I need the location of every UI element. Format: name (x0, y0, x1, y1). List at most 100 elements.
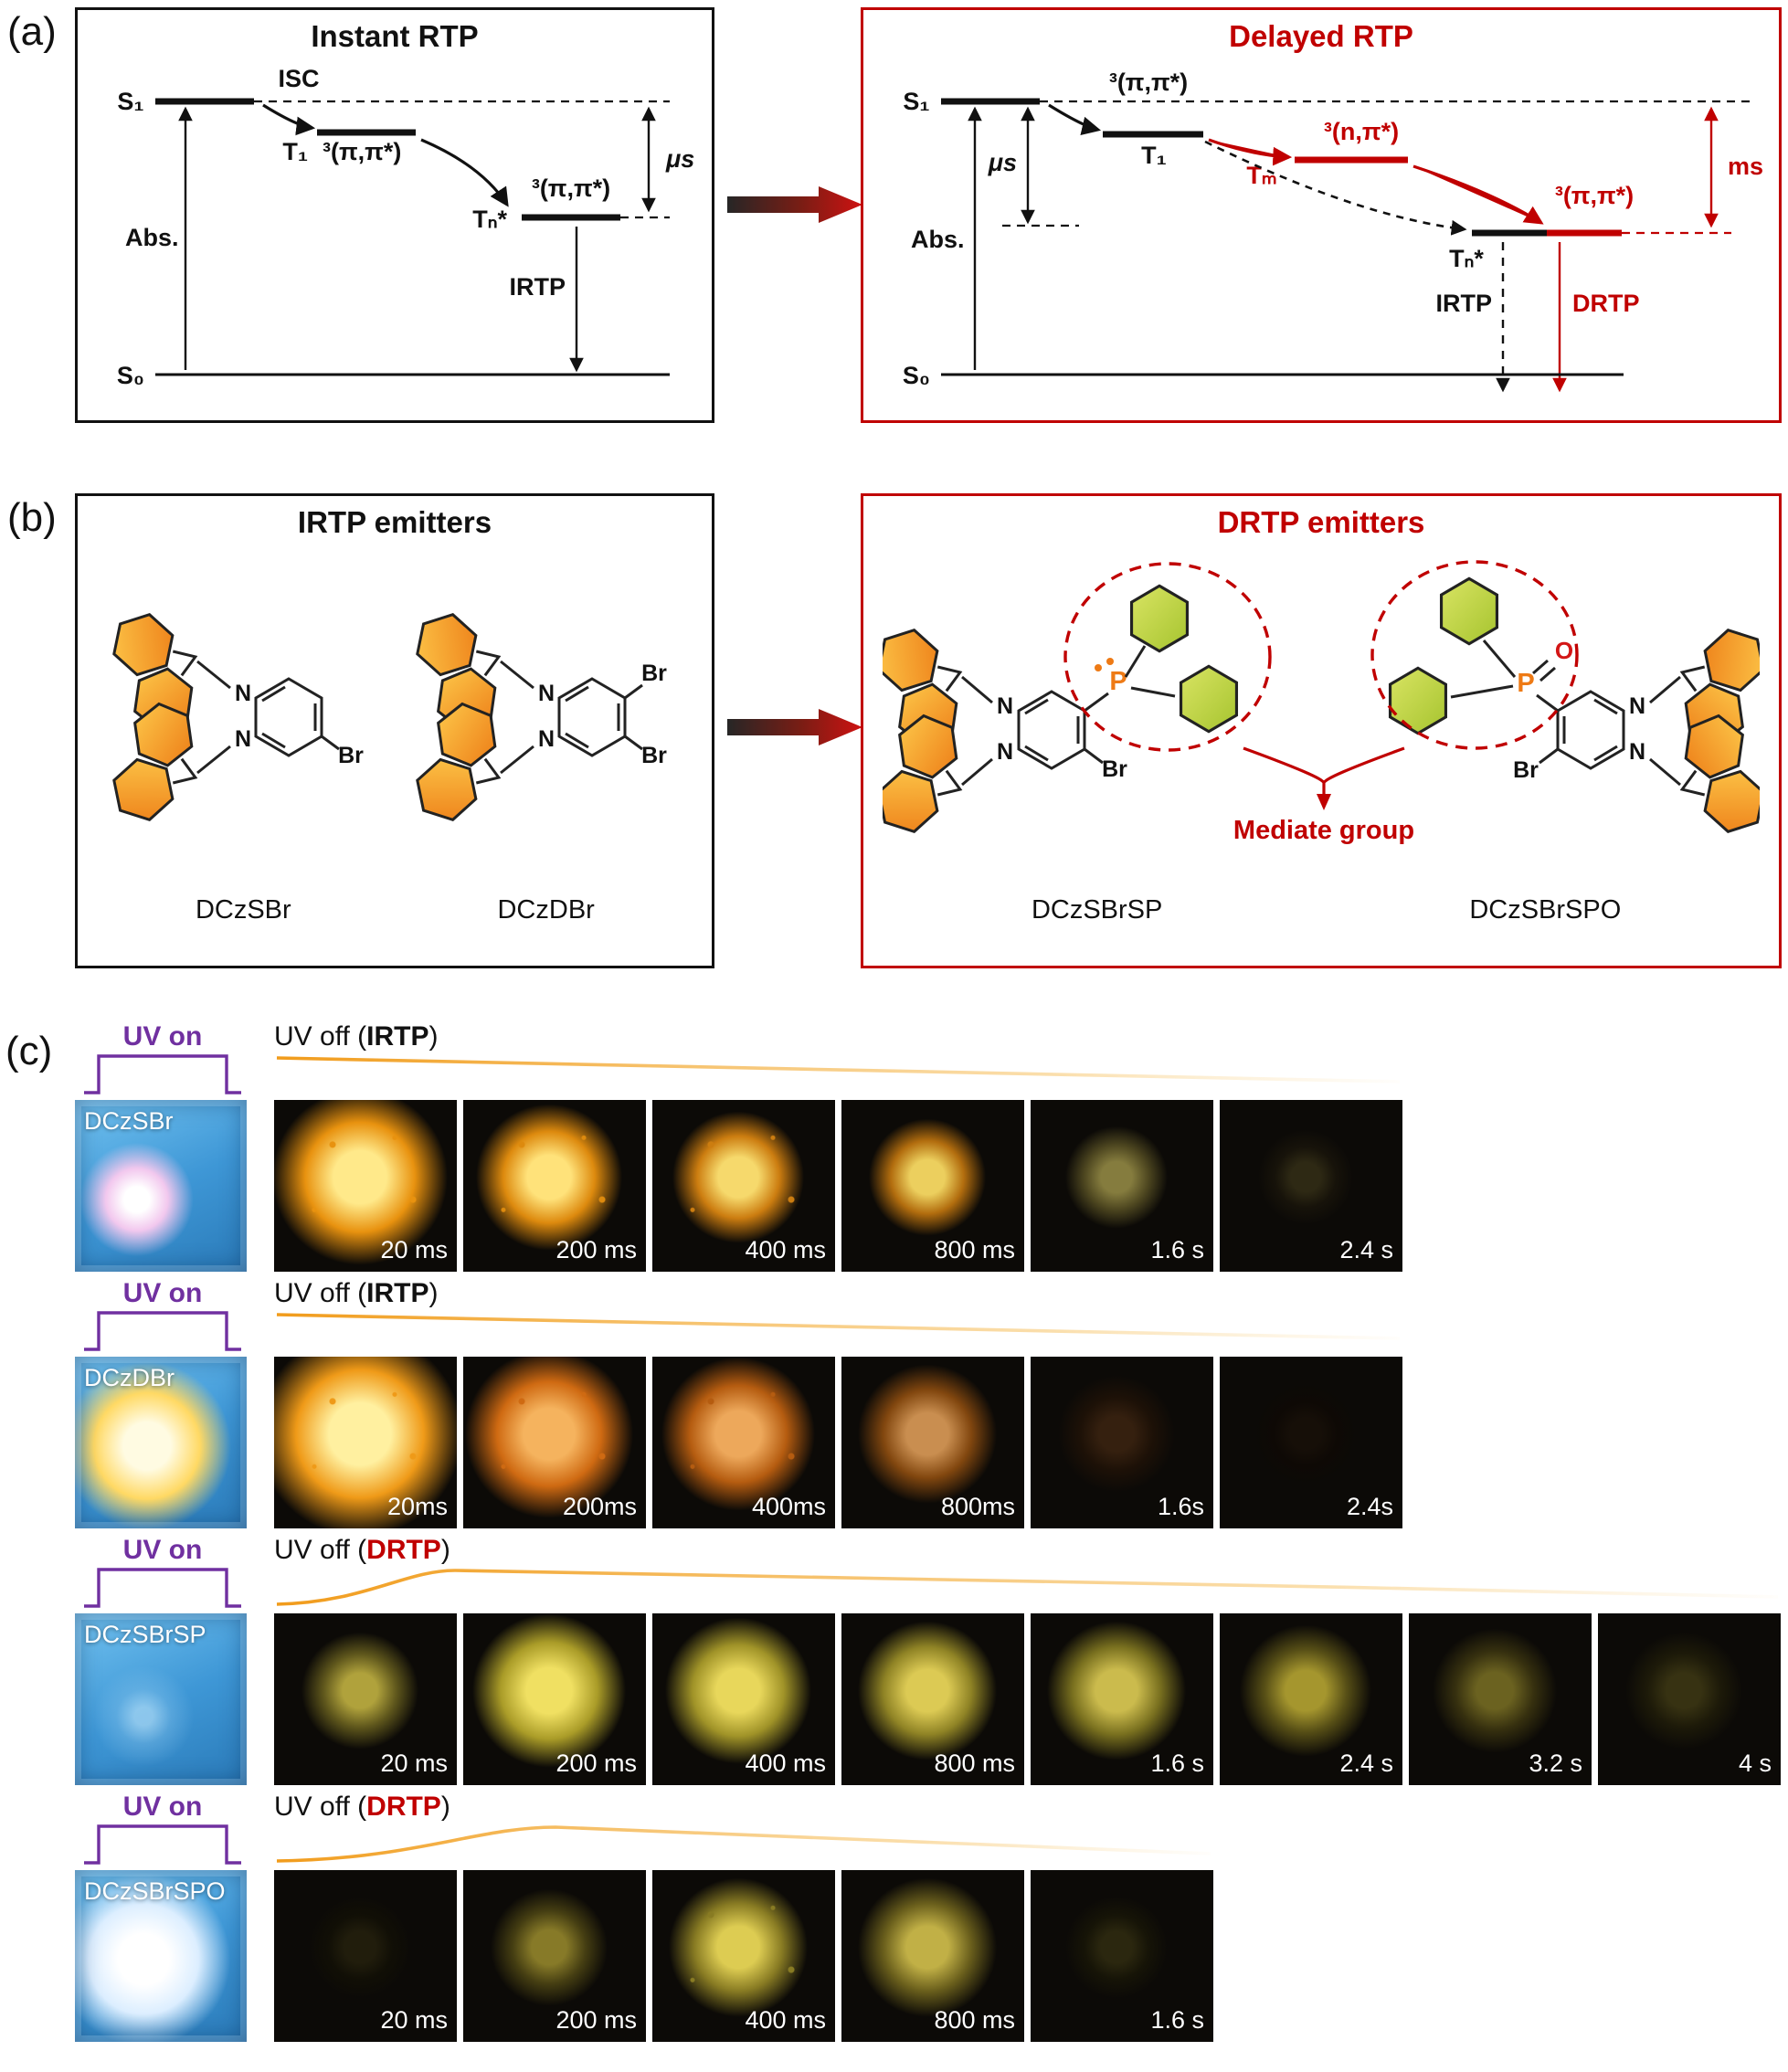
irtp-molecules: N N Br DCzSBr N N (78, 544, 712, 925)
mediate-group-arrow (1243, 746, 1405, 810)
br-atom: Br (1102, 756, 1127, 782)
panel-c-label: (c) (5, 1029, 53, 1073)
irtp-label: IRTP (1435, 290, 1492, 317)
tn-state-label: ³(π,π*) (1555, 182, 1634, 209)
uv-off-prefix: UV off ( (274, 1021, 367, 1052)
tm-label: Tₘ (1246, 162, 1276, 189)
afterglow-frame-DCzSBrSP-200ms: 200 ms (463, 1613, 646, 1785)
abs-label: Abs. (125, 224, 179, 251)
benzene-ring (1556, 690, 1625, 770)
molecule-dczsbrsp: N N P Br DCzSBrSP (883, 544, 1312, 925)
uv-off-label: UV off (DRTP) (274, 1535, 450, 1566)
molecule-name: DCzDBr (497, 895, 595, 925)
irtp-emitters-title: IRTP emitters (297, 505, 492, 539)
afterglow-decay-curve (276, 1056, 1401, 1084)
internal-conversion-arrow (420, 138, 509, 207)
instant-rtp-box: Instant RTP S₁ ISC T₁ ³(π,π*) ³(π,π*) Tₙ… (75, 7, 714, 423)
carbazole-unit (409, 684, 523, 842)
frame-time-label: 800 ms (934, 1750, 1015, 1777)
s0-label: S₀ (903, 362, 930, 389)
uv-pulse-icon (84, 1054, 241, 1094)
p-atom: P (1109, 667, 1127, 696)
uv-on-photo: DCzSBrSPO (75, 1870, 247, 2042)
molecule-name: DCzSBrSP (1031, 895, 1163, 925)
mediate-group-label: Mediate group (1233, 816, 1415, 845)
afterglow-frame-DCzSBrSP-1.6s: 1.6 s (1031, 1613, 1213, 1785)
t1-to-tn-dashed-arrow (1204, 140, 1467, 236)
frame-time-label: 3.2 s (1529, 1750, 1582, 1777)
br-atom: Br (338, 743, 364, 768)
uv-on-label: UV on (122, 1792, 203, 1822)
uv-off-suffix: ) (440, 1792, 450, 1822)
uv-off-mode: IRTP (366, 1021, 429, 1052)
frame-time-label: 20 ms (380, 2006, 448, 2034)
mediate-group-circle (1063, 562, 1272, 752)
uv-off-suffix: ) (428, 1021, 439, 1052)
dczdbr-structure: N N Br Br (409, 544, 667, 891)
carbazole-unit (106, 684, 219, 842)
frame-time-label: 400 ms (745, 1236, 826, 1263)
transform-arrow (727, 709, 862, 745)
frame-time-label: 2.4s (1346, 1493, 1393, 1520)
frame-time-label: 1.6 s (1150, 1750, 1204, 1777)
uv-off-label: UV off (IRTP) (274, 1278, 439, 1309)
br-atom: Br (641, 661, 667, 686)
lone-pair-dot (1094, 664, 1102, 671)
s0-label: S₀ (117, 362, 144, 389)
delayed-rtp-diagram: Delayed RTP S₁ Abs. μs ³(π,π*) T₁ Tₘ ³(n… (903, 19, 1763, 393)
irtp-emitters-box: IRTP emitters N N Br DCzSBr (75, 493, 714, 968)
afterglow-decay-curve (276, 1313, 1401, 1340)
t1-label: T₁ (282, 138, 308, 165)
molecule-name: DCzSBrSPO (1469, 895, 1622, 925)
n-atom: N (1629, 693, 1645, 719)
afterglow-frame-DCzSBr-200ms: 200 ms (463, 1100, 646, 1272)
dczsbr-structure: N N Br (106, 544, 364, 891)
frame-time-label: 200ms (562, 1493, 637, 1520)
frame-time-label: 20ms (386, 1493, 448, 1520)
delayed-rtp-title: Delayed RTP (1229, 19, 1413, 53)
isc-arrow (1048, 103, 1102, 136)
drtp-label: DRTP (1572, 290, 1640, 317)
frame-time-label: 1.6 s (1150, 2006, 1204, 2034)
dczsbrsp-structure: N N P Br (883, 562, 1272, 891)
afterglow-frame-DCzSBr-400ms: 400 ms (652, 1100, 835, 1272)
n-atom: N (538, 681, 555, 706)
t1-label: T₁ (1141, 142, 1167, 169)
frame-time-label: 1.6 s (1150, 1236, 1204, 1263)
molecule-name: DCzSBr (195, 895, 291, 925)
phenyl-ring (1129, 584, 1189, 653)
frame-time-label: 400 ms (745, 1750, 826, 1777)
uv-off-prefix: UV off ( (274, 1792, 367, 1822)
frame-time-label: 400 ms (745, 2006, 826, 2034)
s1-label: S₁ (117, 88, 143, 115)
frame-time-label: 4 s (1738, 1750, 1772, 1777)
afterglow-frame-DCzSBrSP-400ms: 400 ms (652, 1613, 835, 1785)
uv-off-mode: IRTP (366, 1278, 429, 1308)
afterglow-frame-DCzDBr-2.4s: 2.4s (1220, 1357, 1402, 1528)
panel-b-label: (b) (7, 495, 57, 540)
lone-pair-dot (1106, 658, 1114, 665)
o-atom: O (1555, 637, 1573, 664)
afterglow-frame-DCzSBr-800ms: 800 ms (841, 1100, 1024, 1272)
frame-time-label: 200 ms (555, 1750, 637, 1777)
afterglow-frame-DCzSBrSPO-1.6s: 1.6 s (1031, 1870, 1213, 2042)
afterglow-frame-DCzSBr-2.4s: 2.4 s (1220, 1100, 1402, 1272)
carbazole-unit (883, 696, 984, 854)
afterglow-frame-DCzDBr-1.6s: 1.6s (1031, 1357, 1213, 1528)
frame-time-label: 200 ms (555, 1236, 637, 1263)
n-atom: N (235, 681, 251, 706)
tm-transfer-arrow (1208, 138, 1293, 166)
instant-rtp-diagram: Instant RTP S₁ ISC T₁ ³(π,π*) ³(π,π*) Tₙ… (117, 19, 694, 389)
uv-off-mode: DRTP (366, 1792, 441, 1822)
uv-pulse-icon (84, 1824, 241, 1865)
lifetime-s1-label: μs (988, 149, 1017, 176)
drtp-molecules: N N P Br DCzSBrSP (863, 544, 1779, 925)
tn-state-label: ³(π,π*) (532, 174, 610, 202)
frame-time-label: 800ms (940, 1493, 1015, 1520)
